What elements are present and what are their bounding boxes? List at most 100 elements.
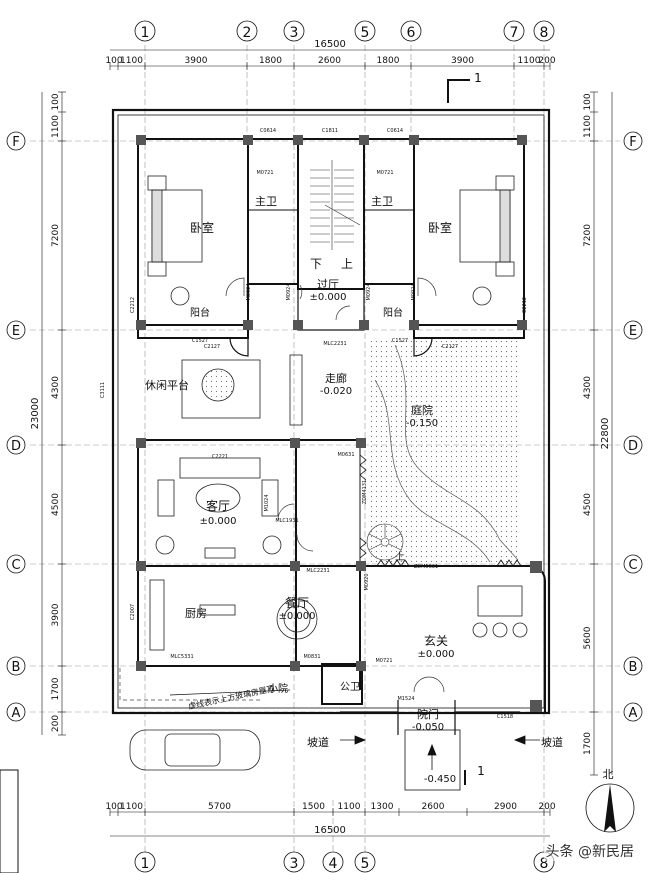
doors — [225, 277, 445, 693]
courtyard-paving — [368, 340, 518, 562]
room-label: 坡道 — [541, 735, 563, 749]
dim-top: 2600 — [318, 56, 341, 66]
axis-label-top: 2 — [243, 25, 252, 41]
axis-label-bottom: 8 — [540, 856, 549, 872]
opening-tag: M0920 — [364, 573, 370, 590]
dim-right: 7200 — [583, 224, 593, 247]
axis-bubble-right — [623, 131, 643, 151]
axis-label-left: D — [11, 439, 21, 454]
axis-bubble-right — [623, 320, 643, 340]
room-label: 走廊 — [325, 371, 347, 385]
dim-left: 4300 — [51, 376, 61, 399]
axis-bubble-left — [6, 702, 26, 722]
room-label: ±0.000 — [309, 292, 346, 303]
opening-tag: C0614 — [260, 128, 276, 134]
north-arrow — [585, 783, 635, 833]
room-label: 卧室 — [428, 220, 452, 235]
axis-bubble-left — [6, 554, 26, 574]
dim-bottom-total: 16500 — [314, 825, 346, 836]
axis-bubble-left — [6, 320, 26, 340]
axis-label-bottom: 4 — [329, 856, 338, 872]
room-label: -0.150 — [406, 418, 438, 429]
opening-tag: M0831 — [303, 654, 320, 660]
axis-bubble-bottom — [283, 851, 305, 873]
axis-bubble-right — [623, 435, 643, 455]
room-label: 厨房 — [185, 607, 207, 620]
dim-right: 4500 — [583, 493, 593, 516]
dim-left: 100 — [51, 93, 61, 110]
axis-label-top: 1 — [141, 25, 150, 41]
room-label: 下 — [310, 257, 322, 271]
glass-roof-note: 虚线表示上方玻璃房屋顶 — [187, 683, 275, 711]
opening-tag: C0614 — [387, 128, 403, 134]
axis-bubble-top — [134, 20, 156, 42]
room-label: 上 — [341, 257, 353, 271]
opening-tag: M0631 — [337, 452, 354, 458]
room-label: 小院 — [268, 682, 288, 695]
dim-left: 1100 — [51, 115, 61, 138]
room-label: 北 — [603, 768, 614, 781]
dim-left: 7200 — [51, 224, 61, 247]
axis-label-top: 5 — [361, 25, 370, 41]
axis-label-top: 3 — [290, 25, 299, 41]
axis-label-left: C — [11, 558, 20, 573]
dim-bottom: 1500 — [302, 802, 325, 812]
dim-top-total: 16500 — [314, 39, 346, 50]
opening-tag: M1024 — [264, 494, 270, 511]
opening-tag: C1527 — [192, 338, 208, 344]
room-label: -0.050 — [412, 722, 444, 733]
dim-top: 200 — [538, 56, 555, 66]
axis-label-left: F — [12, 135, 19, 150]
opening-tag: C2221 — [212, 454, 228, 460]
room-label: ±0.000 — [199, 516, 236, 527]
opening-tag: MLC5331 — [170, 654, 193, 660]
dim-top: 1800 — [377, 56, 400, 66]
axis-label-right: F — [629, 135, 636, 150]
axis-label-right: D — [628, 439, 638, 454]
dim-top: 1100 — [518, 56, 541, 66]
axis-bubble-top — [503, 20, 525, 42]
room-label: 主卫 — [371, 195, 393, 208]
axis-bubble-left — [6, 656, 26, 676]
opening-tag: ZDM5631 — [414, 564, 438, 570]
axis-label-left: E — [12, 324, 20, 339]
room-label: 1 — [477, 764, 485, 778]
dim-left: 1700 — [51, 677, 61, 700]
site-walls — [111, 108, 551, 715]
axis-bubble-right — [623, 554, 643, 574]
opening-tag: M0721 — [256, 170, 273, 176]
room-label: 阳台 — [190, 306, 210, 319]
dim-top: 3900 — [185, 56, 208, 66]
axis-label-top: 6 — [407, 25, 416, 41]
opening-tag: M0721 — [376, 170, 393, 176]
opening-tag: C1527 — [392, 338, 408, 344]
axis-label-bottom: 3 — [290, 856, 299, 872]
dim-bottom: 1100 — [120, 802, 143, 812]
opening-tag: C1811 — [322, 128, 338, 134]
dim-top: 100 — [105, 56, 122, 66]
axis-bubble-top — [354, 20, 376, 42]
dim-right: 4300 — [583, 376, 593, 399]
opening-tag: M1524 — [397, 696, 414, 702]
axis-label-right: C — [628, 558, 637, 573]
axis-label-bottom: 1 — [141, 856, 150, 872]
room-label: 上 — [395, 551, 405, 563]
dim-bottom: 1100 — [338, 802, 361, 812]
opening-tag: MLC2231 — [306, 568, 329, 574]
dim-bottom: 200 — [538, 802, 555, 812]
room-label: 庭院 — [411, 403, 433, 417]
opening-tag: C1518 — [497, 714, 513, 720]
room-label: 1 — [474, 71, 482, 85]
opening-tag: C2212 — [522, 297, 528, 313]
axis-bubble-left — [6, 131, 26, 151]
room-label: 玄关 — [424, 633, 448, 648]
opening-tag: C3111 — [100, 382, 106, 398]
opening-tag: MLC2231 — [323, 341, 346, 347]
opening-tag: M0924 — [366, 283, 372, 300]
room-label: ±0.000 — [278, 611, 315, 622]
room-label: 休闲平台 — [145, 378, 189, 392]
axis-label-top: 8 — [540, 25, 549, 41]
opening-tag: MLC1931 — [275, 518, 298, 524]
